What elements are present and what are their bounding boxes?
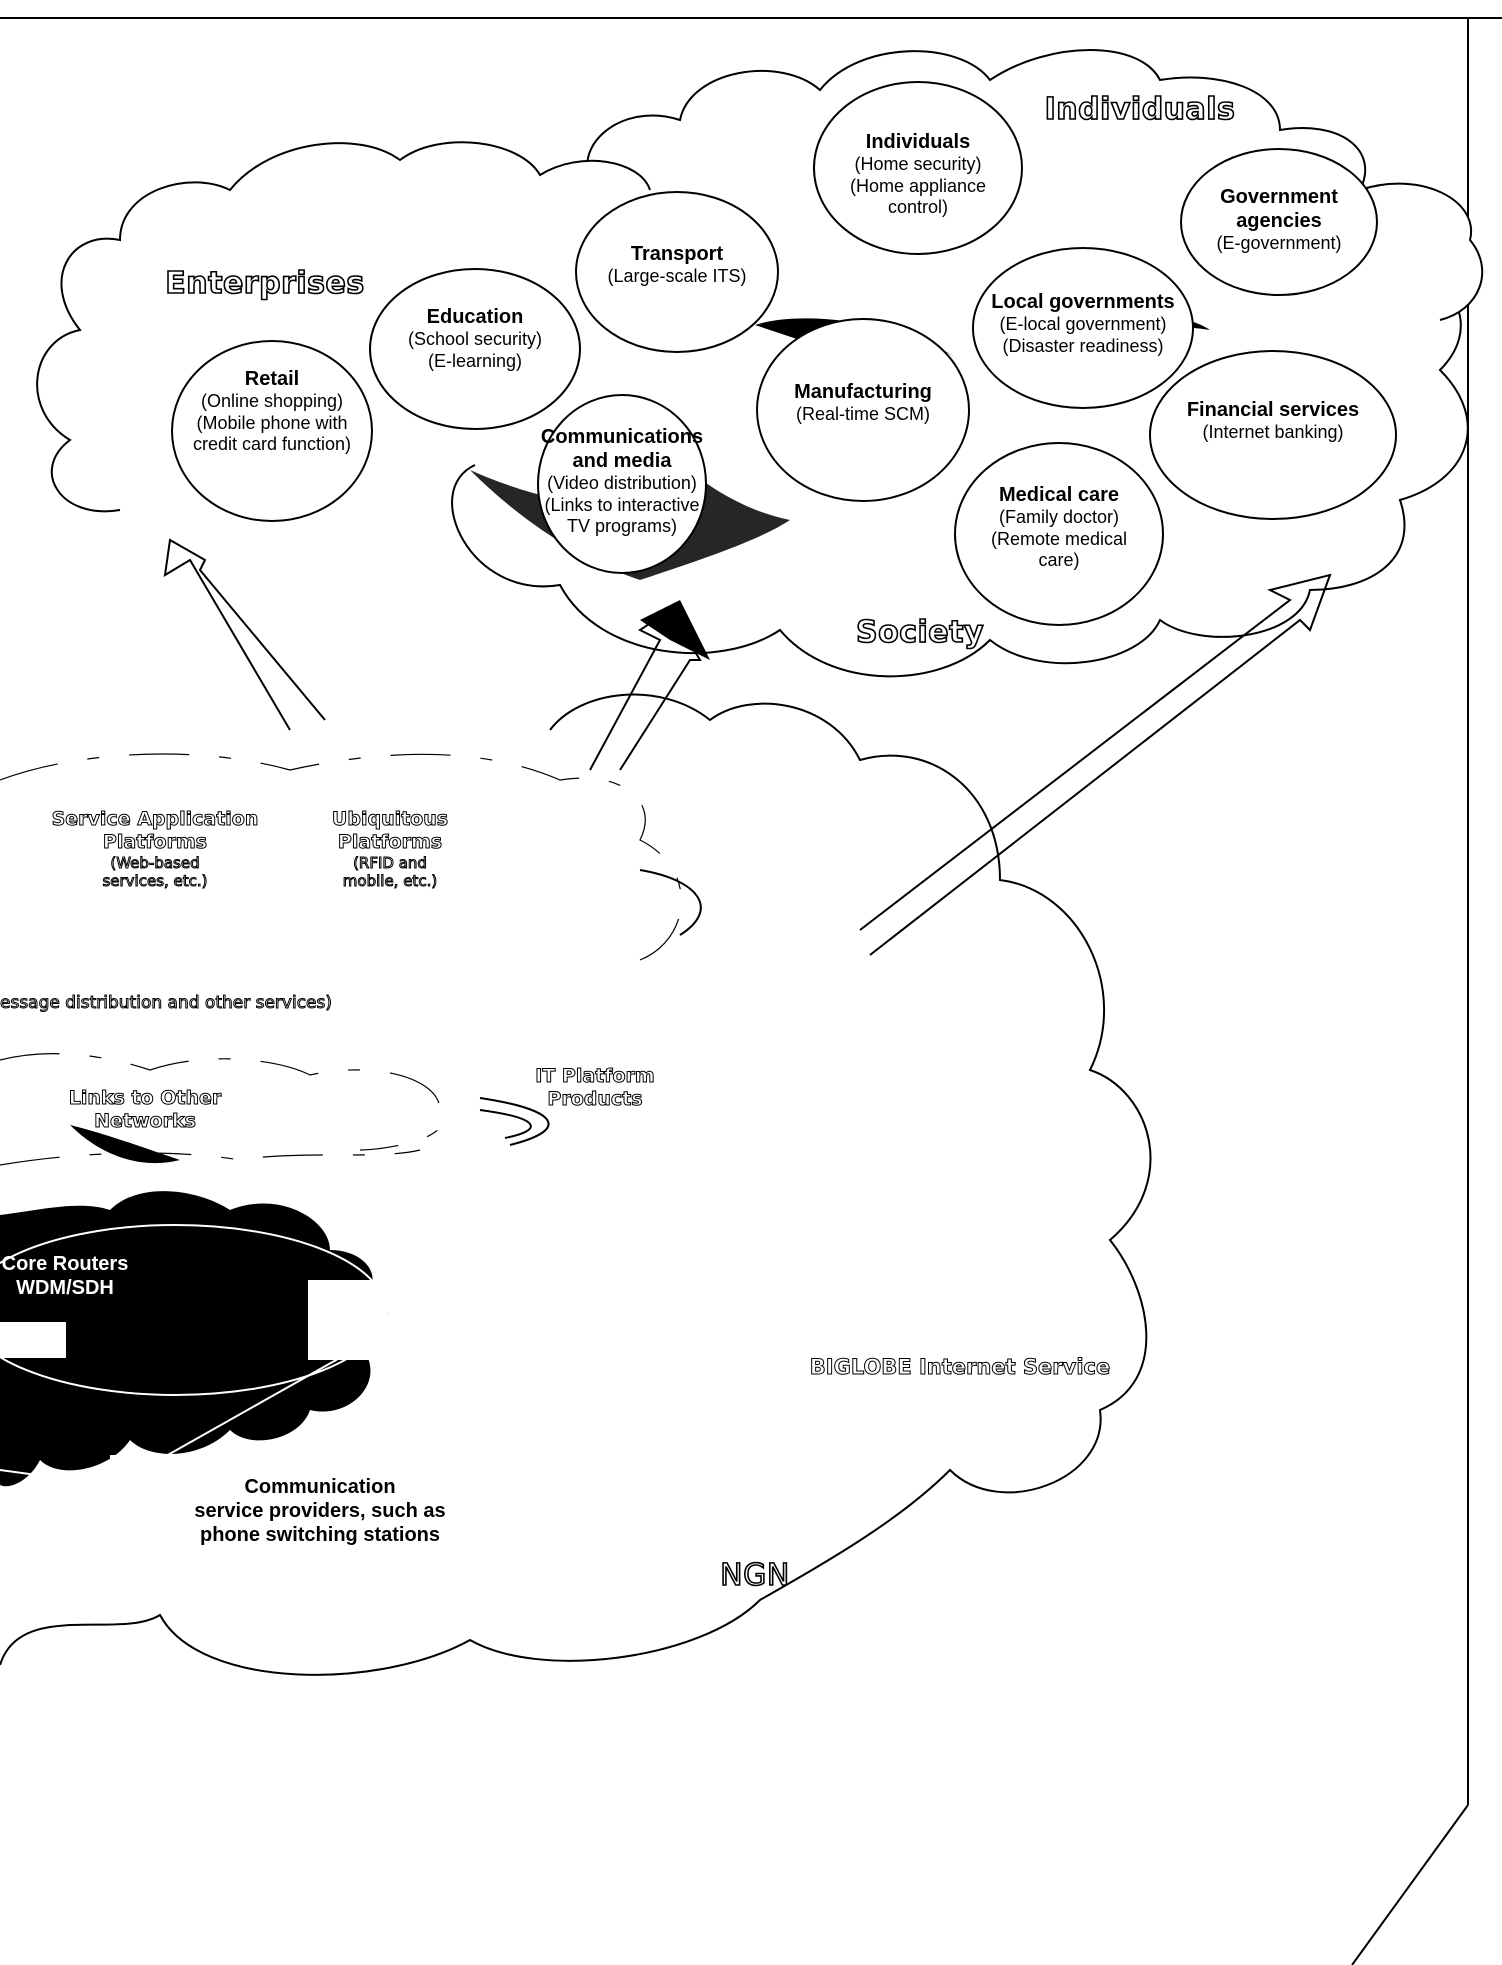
node-title: Medical care	[998, 484, 1120, 506]
node-communications: Communications and media (Video distribu…	[522, 425, 722, 538]
node-title: Retail	[244, 368, 300, 390]
node-title: Transport	[630, 243, 724, 265]
node-education: Education (School security) (E-learning)	[375, 305, 575, 372]
node-detail: (E-learning)	[427, 350, 523, 371]
node-individuals: Individuals (Home security) (Home applia…	[818, 130, 1018, 219]
node-title: agencies	[1236, 210, 1322, 232]
platform-title: Networks	[94, 1109, 197, 1132]
node-detail: (Links to interactive	[544, 494, 700, 515]
node-title: and media	[572, 450, 672, 472]
core-routers-label: Core Routers WDM/SDH	[0, 1252, 130, 1300]
platform-title: Platforms	[337, 830, 443, 853]
core-network-cloud	[0, 1191, 389, 1487]
platform-title: Ubiquitous	[331, 808, 449, 831]
node-detail: (Large-scale ITS)	[607, 266, 747, 286]
node-medical-care: Medical care (Family doctor) (Remote med…	[959, 483, 1159, 572]
region-label-enterprises: Enterprises	[164, 265, 365, 302]
providers-line: service providers, such as	[194, 1500, 446, 1522]
switch-node	[110, 1455, 166, 1517]
platform-title: Platforms	[102, 830, 208, 853]
node-detail: credit card function)	[192, 434, 352, 455]
providers-line: Communication	[244, 1476, 396, 1498]
node-detail: (Online shopping)	[200, 391, 344, 411]
platform-detail: (RFID and	[353, 853, 428, 872]
node-local-governments: Local governments (E-local government) (…	[973, 290, 1193, 357]
node-detail: control)	[887, 197, 949, 218]
platform-detail: (Web-based	[110, 853, 200, 872]
node-government: Government agencies (E-government)	[1179, 185, 1379, 255]
node-ellipses	[171, 81, 1397, 626]
platform-detail: services, etc.)	[102, 871, 208, 890]
router-node-left	[0, 1322, 66, 1358]
platform-title: Products	[547, 1087, 643, 1110]
node-title: Individuals	[865, 131, 971, 153]
core-routers-line: WDM/SDH	[16, 1277, 114, 1299]
node-detail: care)	[1038, 550, 1080, 571]
platform-it-products: IT Platform Products	[530, 1065, 660, 1111]
society-cloud	[451, 247, 1469, 678]
platform-ubiquitous: Ubiquitous Platforms (RFID and mobile, e…	[330, 808, 450, 891]
platform-title: IT Platform	[535, 1065, 655, 1088]
platform-title: Links to Other	[68, 1087, 222, 1110]
node-detail: (Home appliance	[849, 175, 987, 196]
node-transport: Transport (Large-scale ITS)	[577, 242, 777, 288]
region-label-society: Society	[855, 614, 985, 651]
node-detail: (Home security)	[854, 154, 982, 174]
node-detail: (Remote medical	[990, 528, 1128, 549]
node-detail: (E-local government)	[999, 314, 1167, 334]
router-node-right	[308, 1280, 388, 1360]
biglobe-text: BIGLOBE Internet Service	[809, 1355, 1111, 1380]
node-title: Communications	[540, 426, 704, 448]
platform-links-other-networks: Links to Other Networks	[50, 1087, 240, 1133]
node-manufacturing: Manufacturing (Real-time SCM)	[763, 380, 963, 426]
node-financial-services: Financial services (Internet banking)	[1163, 398, 1383, 444]
platform-clouds	[0, 753, 682, 1166]
node-title: Local governments	[991, 291, 1175, 313]
core-links	[0, 1324, 561, 1486]
ngn-label: NGN	[719, 1557, 790, 1594]
node-detail: (Family doctor)	[998, 507, 1119, 527]
core-routers-line: Core Routers	[1, 1253, 129, 1275]
platform-caption: essage distribution and other services)	[0, 992, 333, 1013]
region-label-individuals: Individuals	[1044, 91, 1236, 128]
node-detail: (Disaster readiness)	[1002, 335, 1164, 356]
node-detail: (School security)	[407, 329, 543, 349]
providers-line: phone switching stations	[199, 1524, 440, 1546]
platform-arcs	[479, 869, 702, 1146]
platform-service-application: Service Application Platforms (Web-based…	[40, 808, 270, 891]
node-detail: (Mobile phone with	[196, 412, 348, 433]
node-title: Manufacturing	[794, 381, 932, 403]
platform-title: Service Application	[51, 808, 259, 831]
platform-message-distribution: essage distribution and other services)	[0, 992, 360, 1013]
node-detail: (Internet banking)	[1202, 422, 1344, 442]
service-providers-label: Communication service providers, such as…	[180, 1475, 460, 1547]
node-title: Government	[1220, 186, 1338, 208]
biglobe-label: BIGLOBE Internet Service	[800, 1355, 1120, 1380]
node-title: Financial services	[1186, 399, 1360, 421]
platform-detail: mobile, etc.)	[342, 871, 438, 890]
links-shade	[70, 1125, 180, 1164]
node-retail: Retail (Online shopping) (Mobile phone w…	[172, 367, 372, 456]
node-detail: (Video distribution)	[547, 473, 697, 493]
node-title: Education	[426, 306, 524, 328]
node-detail: TV programs)	[566, 516, 678, 537]
node-detail: (E-government)	[1216, 233, 1342, 253]
node-detail: (Real-time SCM)	[795, 404, 930, 424]
page-frame	[0, 17, 1502, 1965]
